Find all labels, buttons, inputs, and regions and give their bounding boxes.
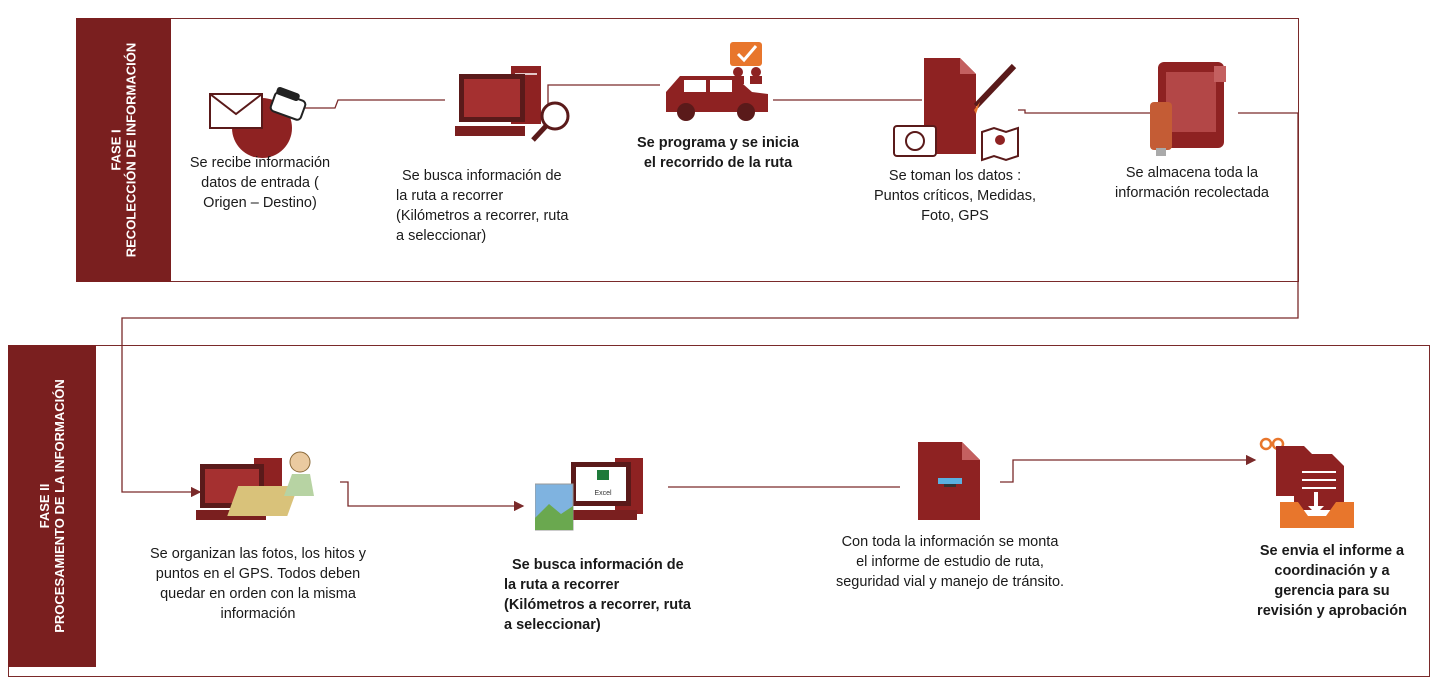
phase2-step2-line4: a seleccionar) [504, 617, 601, 633]
phase1-step5-line1: Se almacena toda la [1125, 165, 1259, 181]
computer-search-icon [455, 66, 570, 142]
phase1-step1-line3: Origen – Destino) [203, 195, 317, 211]
camera-document-map-icon [893, 58, 1019, 162]
phase1-step1-text: Se recibe información datos de entrada (… [167, 153, 353, 213]
send-report-icon [1259, 437, 1354, 528]
phase1-step3-line1: Se programa y se inicia [637, 135, 799, 151]
phase1-step4-line2: Puntos críticos, Medidas, [874, 188, 1036, 204]
connector-phase-link [121, 112, 1299, 498]
phase2-step2-line1: Se busca información de [512, 557, 684, 573]
phase2-step2-line3: (Kilómetros a recorrer, ruta [504, 597, 691, 613]
phase2-step1-line2: puntos en el GPS. Todos deben [155, 566, 361, 582]
phase2-step1-line4: información [220, 606, 296, 622]
phase2-step1-text: Se organizan las fotos, los hitos y punt… [118, 544, 398, 624]
phase2-step4-line2: coordinación y a [1274, 563, 1390, 579]
phase2-step2-line2: la ruta a recorrer [504, 577, 620, 593]
phase1-step2-text: Se busca información de la ruta a recorr… [396, 166, 596, 246]
phase2-step3-line1: Con toda la información se monta [841, 534, 1059, 550]
phase1-step1-line1: Se recibe información [189, 155, 331, 171]
excel-label: Excel [594, 490, 612, 497]
computer-worker-icon [196, 451, 314, 520]
phase2-step4-line1: Se envia el informe a [1259, 543, 1405, 559]
report-document-icon [918, 442, 980, 520]
phase2-label-band: FASE II PROCESAMIENTO DE LA INFORMACIÓN [8, 345, 96, 667]
phase1-step4-line3: Foto, GPS [921, 208, 989, 224]
connector-p1-1 [305, 99, 445, 109]
phase1-step2-line2: la ruta a recorrer [396, 188, 504, 204]
computer-excel-image-icon: Excel [535, 458, 643, 531]
phase2-step3-line3: seguridad vial y manejo de tránsito. [835, 574, 1065, 590]
phase1-step5-line2: información recolectada [1115, 185, 1269, 201]
phase1-step2-line1: Se busca información de [402, 168, 562, 184]
phase1-step2-line3: (Kilómetros a recorrer, ruta [396, 208, 569, 224]
phase1-step1-line2: datos de entrada ( [201, 175, 319, 191]
phase1-step3-line2: el recorrido de la ruta [643, 155, 793, 171]
phase1-step5-text: Se almacena toda la información recolect… [1092, 163, 1292, 203]
tablet-usb-icon [1150, 62, 1226, 156]
car-checklist-icon [666, 42, 768, 121]
phase1-label-band: FASE I RECOLECCIÓN DE INFORMACIÓN [76, 18, 171, 282]
phase2-step2-text: Se busca información de la ruta a recorr… [504, 555, 724, 635]
phase2-step4-line4: revisión y aprobación [1257, 603, 1407, 619]
phase2-step3-line2: el informe de estudio de ruta, [856, 554, 1044, 570]
connector-p1-4 [1018, 109, 1150, 114]
phase2-step3-text: Con toda la información se monta el info… [805, 532, 1095, 592]
phase1-step2-line4: a seleccionar) [396, 228, 487, 244]
connector-p2-1 [340, 481, 525, 512]
phase2-step4-line3: gerencia para su [1274, 583, 1390, 599]
phase1-step4-line1: Se toman los datos : [888, 168, 1022, 184]
phase2-step4-text: Se envia el informe a coordinación y a g… [1232, 541, 1432, 621]
phase2-step1-line1: Se organizan las fotos, los hitos y [149, 546, 366, 562]
connector-p2-3 [1000, 454, 1257, 483]
phase1-step4-text: Se toman los datos : Puntos críticos, Me… [850, 166, 1060, 226]
envelope-phone-icon [209, 86, 307, 158]
phase2-step1-line3: quedar en orden con la misma [160, 586, 356, 602]
phase1-step3-text: Se programa y se inicia el recorrido de … [618, 133, 818, 173]
